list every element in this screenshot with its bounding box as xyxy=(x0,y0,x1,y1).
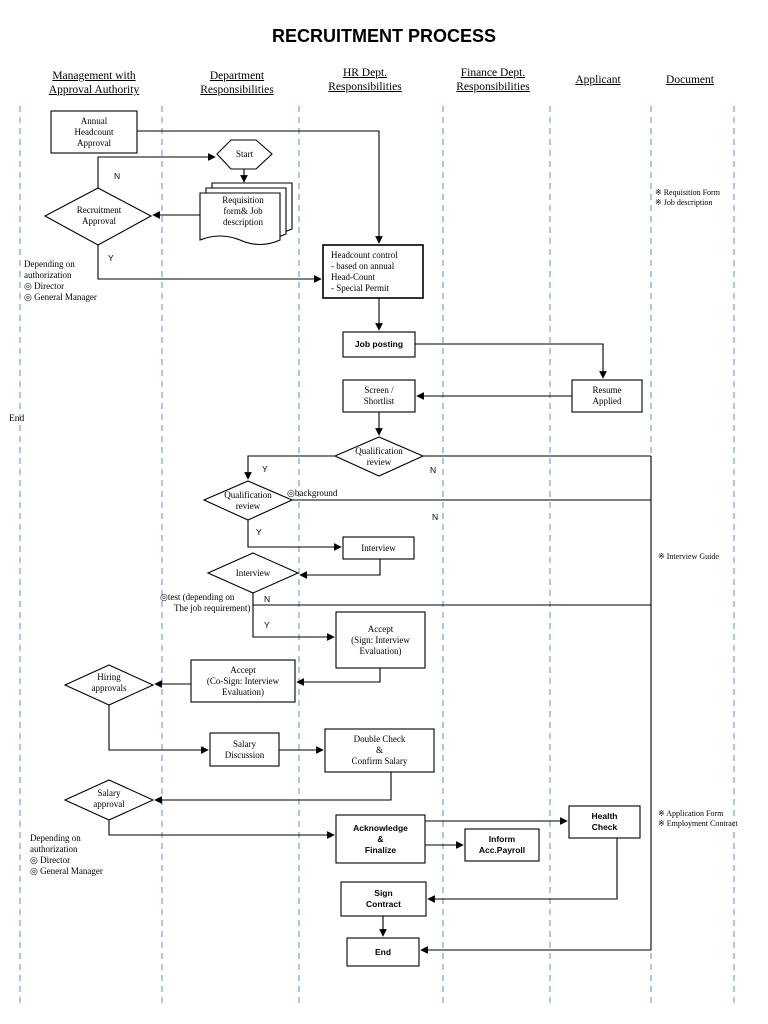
acknowledge-text: Acknowledge&Finalize xyxy=(353,822,408,855)
interview-hr-text: Interview xyxy=(361,542,396,553)
health-check-box xyxy=(568,805,641,839)
document-note-1: ※ Requisition Form※ Job description xyxy=(655,188,720,207)
arrow-annual-to-headcount xyxy=(137,130,383,244)
screen-shortlist-text: Screen /Shortlist xyxy=(363,385,395,406)
arrow-health-to-contract xyxy=(427,838,618,903)
headcount-control-box xyxy=(322,244,424,299)
start-text: Start xyxy=(236,149,253,159)
inform-payroll-box xyxy=(464,828,540,862)
lane-header-finance: Finance Dept.Responsibilities xyxy=(456,67,530,93)
lane-header-applicant: Applicant xyxy=(575,74,621,86)
job-posting-box xyxy=(342,331,416,358)
double-check-box xyxy=(324,728,435,773)
branch-label-n-1: N xyxy=(114,171,121,181)
page-title: RECRUITMENT PROCESS xyxy=(271,26,496,46)
branch-label-n-3: N xyxy=(432,512,439,522)
arrow-interview-yes-to-accept xyxy=(252,605,335,641)
end-box xyxy=(346,937,420,967)
resume-applied-box xyxy=(571,379,643,413)
document-note-3: ※ Application Form※ Employment Contract xyxy=(658,809,738,828)
end-text: End xyxy=(374,946,392,957)
arrow-posting-to-resume xyxy=(415,343,607,379)
requisition-doc-front xyxy=(199,192,281,246)
connectors xyxy=(97,130,652,954)
arrow-accept-hr-to-dept xyxy=(296,668,381,686)
arrow-qualification-yes xyxy=(244,455,335,480)
salary-discussion-box xyxy=(209,732,280,767)
double-check-text: Double Check&Confirm Salary xyxy=(351,734,408,766)
lane-header-hr: HR Dept.Responsibilities xyxy=(328,67,402,93)
job-posting-text: Job posting xyxy=(354,339,404,349)
interview-dept-text: Interview xyxy=(235,567,271,578)
interview-hr-box xyxy=(342,536,415,560)
accept-dept-box xyxy=(190,659,296,703)
screen-shortlist-box xyxy=(342,379,416,413)
arrow-approval-no-to-start xyxy=(97,153,216,188)
acknowledge-box xyxy=(335,814,426,864)
background-note: ◎background xyxy=(287,488,338,498)
branch-label-y-1: Y xyxy=(108,253,114,263)
document-note-2: ※ Interview Guide xyxy=(658,552,719,561)
branch-label-y-2: Y xyxy=(262,464,268,474)
accept-hr-box xyxy=(335,611,426,669)
arrow-interview-hr-to-dept xyxy=(299,559,381,579)
annual-headcount-box xyxy=(50,110,138,154)
arrow-dept-qualification-to-interview xyxy=(247,520,342,551)
branch-label-y-3: Y xyxy=(256,527,262,537)
lane-header-document: Document xyxy=(666,74,714,86)
arrow-rejections-to-end xyxy=(420,456,652,954)
arrow-hiring-to-salary-discussion xyxy=(108,705,209,754)
branch-label-y-4: Y xyxy=(264,620,270,630)
branch-label-n-2: N xyxy=(430,465,437,475)
branch-label-n-4: N xyxy=(264,594,271,604)
end-side-label: End xyxy=(9,414,25,424)
arrow-double-check-to-salary-approval xyxy=(154,772,392,804)
headcount-control-text: Headcount control- based on annual Head-… xyxy=(331,249,398,293)
start-hexagon xyxy=(216,139,273,170)
line-interview-no xyxy=(252,593,651,606)
qualification-review-hr-diamond xyxy=(333,436,425,477)
arrow-approval-yes-to-headcount xyxy=(97,245,322,283)
arrow-salary-approval-to-acknowledge xyxy=(108,820,335,839)
sign-contract-box xyxy=(340,881,427,917)
